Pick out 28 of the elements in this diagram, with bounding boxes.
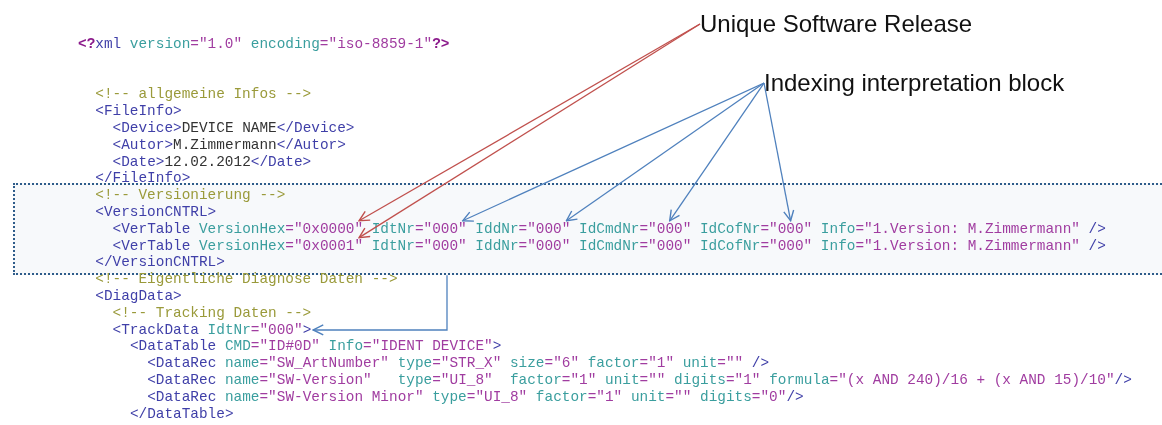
code-line: </DataTable> — [129, 405, 234, 423]
arrow — [669, 82, 765, 222]
callout-text: Unique Software Release — [700, 9, 973, 39]
code-line: <?xml version="1.0" encoding="iso-8859-1"?> — [78, 36, 450, 53]
code-line: </FileInfo> — [95, 170, 191, 188]
code-line: <DataTable CMD="ID#0D" Info="IDENT DEVICE"> — [129, 338, 502, 356]
code-line: <DataRec name="SW-Version" type="UI_8" factor="1" unit="" digits="1" formula="(x AND 240)/16 + (x AND 15)/10"/> — [147, 372, 1132, 389]
code-line: <Date>12.02.2012</Date> — [112, 153, 312, 171]
code-line: <VerTable VersionHex="0x0000" IdtNr="000" IddNr="000" IdCmdNr="000" IdCofNr="000" Info="1.Version: M.Zimmermann" /> — [112, 220, 1106, 238]
code-line: <DataRec name="SW-Version Minor" type="UI_8" factor="1" unit="" digits="0"/> — [147, 388, 804, 406]
arrow — [312, 274, 448, 336]
code-comment: <!-- allgemeine Infos --> — [95, 86, 312, 104]
code-line: <DataRec name="SW_ArtNumber" type="STR_X" size="6" factor="1" unit="" /> — [147, 355, 770, 372]
code-comment: <!-- Tracking Daten --> — [112, 304, 312, 322]
code-line: <VerTable VersionHex="0x0001" IdtNr="000" IddNr="000" IdCmdNr="000" IdCofNr="000" Info="1.Version: M.Zimmermann" /> — [112, 237, 1106, 255]
code-line: <VersionCNTRL> — [95, 204, 217, 221]
code-line: <FileInfo> — [95, 103, 182, 120]
code-comment: <!-- Versionierung --> — [95, 187, 286, 204]
arrow — [763, 82, 795, 222]
arrow — [462, 82, 765, 222]
code-comment: <!-- Eigentliche Diagnose Daten --> — [95, 271, 398, 288]
code-line: <Device>DEVICE NAME</Device> — [112, 120, 355, 137]
code-line: <Autor>M.Zimmermann</Autor> — [112, 136, 346, 154]
code-line: <TrackData IdtNr="000"> — [112, 321, 312, 339]
callout-text: Indexing interpretation block — [764, 68, 1065, 98]
arrow — [565, 82, 765, 222]
code-line: <DiagData> — [95, 288, 182, 305]
code-line: </VersionCNTRL> — [95, 254, 225, 272]
